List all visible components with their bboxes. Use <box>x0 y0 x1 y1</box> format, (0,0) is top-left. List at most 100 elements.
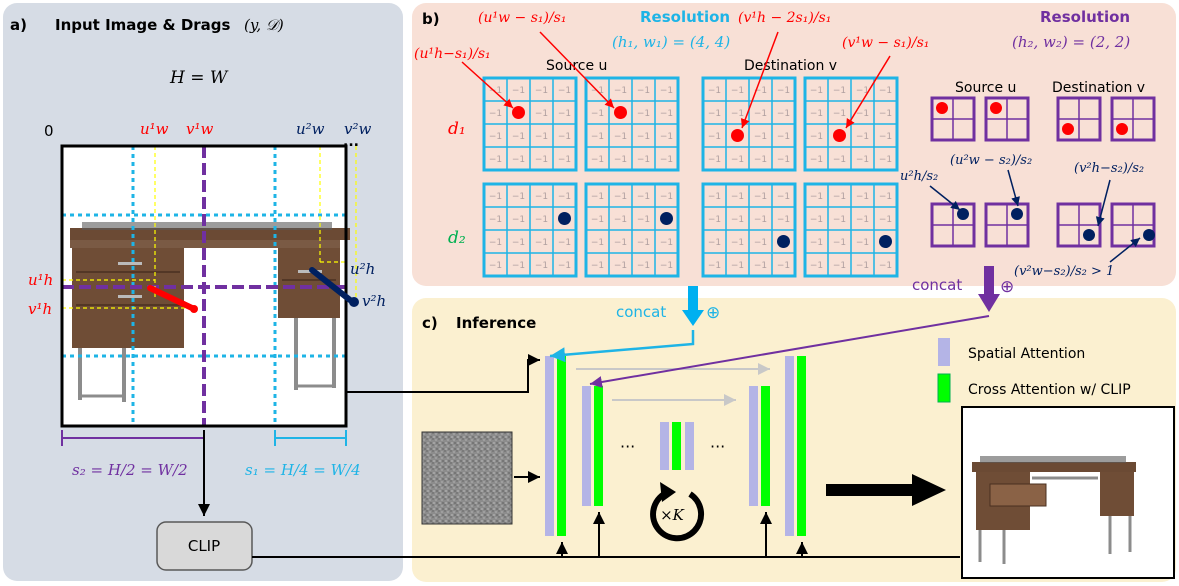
grid-2x2 <box>930 96 976 142</box>
drag-point-dot <box>936 102 948 114</box>
ellipsis-left: ··· <box>620 437 635 456</box>
grid-cell-value: −1 <box>708 261 721 271</box>
grid-4x4: −1−1−1−1−1−1−1−1−1−1−1−1−1−1−1 <box>482 182 578 278</box>
resolution-4-grids: −1 −1 −1 −1 −1 −1 −1 −1 −1 −1 −1 −1 −1 −1 −1 −1 −1 −1 −1 −1… <box>482 76 899 278</box>
grid-cell-value: −1 <box>591 192 604 202</box>
grid-2x2 <box>984 96 1030 142</box>
navy-drag-end <box>349 297 359 307</box>
unet-blocks <box>545 356 806 536</box>
grid-cell-value: −1 <box>879 132 892 142</box>
arrow-vh2 <box>1095 179 1111 227</box>
grid-cell-value: −1 <box>535 261 548 271</box>
grid-cell-value: −1 <box>660 109 673 119</box>
grid-cell-value: −1 <box>879 155 892 165</box>
grid-cell-value: −1 <box>660 155 673 165</box>
grid-cell-value: −1 <box>777 215 790 225</box>
drag-point-dot <box>1116 123 1128 135</box>
ann-vw2: (v²w−s₂)/s₂ > 1 <box>1014 264 1114 279</box>
grid-cell-value: −1 <box>754 192 767 202</box>
concat2-oplus: ⊕ <box>1000 277 1014 297</box>
grid-cell-value: −1 <box>637 261 650 271</box>
grid-cell-value: −1 <box>777 261 790 271</box>
loop-label: ×K <box>660 506 685 524</box>
grid-cell-value: −1 <box>731 238 744 248</box>
grid-cell-value: −1 <box>810 261 823 271</box>
grid-cell-value: −1 <box>535 215 548 225</box>
grid-cell-value: −1 <box>856 238 869 248</box>
grid-cell-value: −1 <box>614 215 627 225</box>
drag-point-dot <box>957 208 969 220</box>
drag-point-dot <box>1143 229 1155 241</box>
concat2-label: concat <box>912 276 962 294</box>
grid-2x2 <box>930 202 976 248</box>
destination-v-label: Destination v <box>744 58 837 74</box>
grid-cell-value: −1 <box>810 155 823 165</box>
yellow-guide-lines <box>62 146 357 309</box>
output-desk-image <box>972 456 1136 564</box>
grid-cell-value: −1 <box>660 86 673 96</box>
spatial-block <box>582 386 591 506</box>
panel-b: b) Resolution (h₁, w₁) = (4, 4) Resoluti… <box>412 3 1176 286</box>
drag-point-dot <box>512 106 525 119</box>
grid-cell-value: −1 <box>708 155 721 165</box>
grid-cell-value: −1 <box>833 192 846 202</box>
grid-cell-value: −1 <box>777 192 790 202</box>
d1-label: d₁ <box>448 119 466 139</box>
grid-2x2 <box>1110 202 1156 248</box>
grid-cell-value: −1 <box>731 109 744 119</box>
grid-cell-value: −1 <box>512 155 525 165</box>
grid-cell-value: −1 <box>879 192 892 202</box>
grid-cell-value: −1 <box>489 109 502 119</box>
panel-a-title: Input Image & Drags <box>55 16 231 34</box>
grid-cell-value: −1 <box>879 109 892 119</box>
output-arrow <box>826 474 946 506</box>
grid-4x4: −1−1−1−1−1−1−1−1−1−1−1−1−1−1−1 <box>482 76 578 172</box>
spatial-block <box>660 422 669 470</box>
grid-cell-value: −1 <box>614 192 627 202</box>
grid-cell-value: −1 <box>512 86 525 96</box>
loop-icon <box>650 482 705 542</box>
legend-cross-label: Cross Attention w/ CLIP <box>968 382 1131 398</box>
grid-cell-value: −1 <box>731 261 744 271</box>
grid-cell-value: −1 <box>856 215 869 225</box>
ann-vh1: (v¹h − 2s₁)/s₁ <box>738 10 831 26</box>
grid-cell-value: −1 <box>856 155 869 165</box>
grid-cell-value: −1 <box>879 86 892 96</box>
spatial-block <box>545 356 554 536</box>
grid-cell-value: −1 <box>777 155 790 165</box>
grid-cell-value: −1 <box>512 132 525 142</box>
resolution-2-grids <box>930 96 1156 248</box>
grid-cell-value: −1 <box>660 192 673 202</box>
vh2-label: v²h <box>362 292 386 310</box>
grid-4x4: −1−1−1−1−1−1−1−1−1−1−1−1−1−1−1 <box>803 182 899 278</box>
grid-cell-value: −1 <box>754 109 767 119</box>
arrow-vh1 <box>740 31 779 129</box>
grid-cell-value: −1 <box>558 109 571 119</box>
grid-cell-value: −1 <box>535 86 548 96</box>
grid-cell-value: −1 <box>777 86 790 96</box>
grid-cell-value: −1 <box>489 86 502 96</box>
concat1-oplus: ⊕ <box>706 303 720 323</box>
ann-vw1: (v¹w − s₁)/s₁ <box>842 35 929 51</box>
grid-cell-value: −1 <box>591 238 604 248</box>
grid-cell-value: −1 <box>512 238 525 248</box>
grid-cell-value: −1 <box>512 192 525 202</box>
drag-point-dot <box>777 235 790 248</box>
source-u2-label: Source u <box>955 80 1016 96</box>
grid-cell-value: −1 <box>558 192 571 202</box>
concat2-head <box>978 294 1000 312</box>
grid-cell-value: −1 <box>810 192 823 202</box>
grid-4x4: −1−1−1−1−1−1−1−1−1−1−1−1−1−1−1 <box>701 76 797 172</box>
concat1-to-unet-arrow <box>549 330 695 363</box>
grid-cell-value: −1 <box>558 238 571 248</box>
grid-cell-value: −1 <box>637 238 650 248</box>
clip-box <box>156 521 253 571</box>
red-drag-end <box>190 305 198 313</box>
grid-4x4: −1−1−1−1−1−1−1−1−1−1−1−1−1−1−1 <box>803 76 899 172</box>
grid-4x4: −1−1−1−1−1−1−1−1−1−1−1−1−1−1−1 <box>584 76 680 172</box>
ann-vh2: (v²h−s₂)/s₂ <box>1074 161 1144 176</box>
res2-title: Resolution <box>1040 8 1130 26</box>
arrow-uh2 <box>929 185 961 211</box>
grid-cell-value: −1 <box>591 215 604 225</box>
